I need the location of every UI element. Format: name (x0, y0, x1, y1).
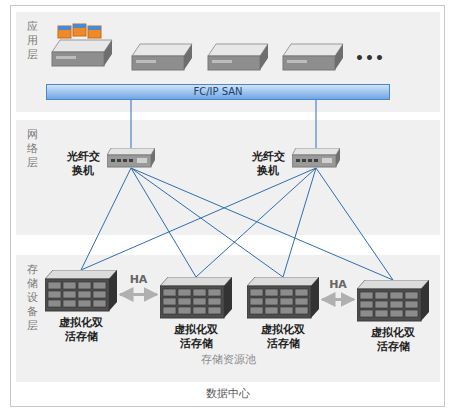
switch-icon (107, 148, 155, 168)
node-label: FC/IP SAN (47, 85, 389, 99)
storage-array: 虚拟化双活存储 (45, 270, 117, 312)
edge-label: HA (119, 273, 159, 287)
node-label: 虚拟化双活存储 (173, 323, 219, 351)
node-label: 虚拟化双活存储 (58, 316, 104, 344)
storage-array: 虚拟化双活存储 (357, 280, 429, 322)
layer-band: 存储设备层存储资源池虚拟化双活存储虚拟化双活存储虚拟化双活存储虚拟化双活存储 (16, 255, 440, 382)
node-label: 网络层 (26, 128, 39, 170)
layer-band: 网络层光纤交换机光纤交换机 (16, 120, 440, 235)
storage-icon (247, 277, 319, 319)
storage-icon (160, 277, 232, 319)
storage-icon (357, 280, 429, 322)
node-label: 应用层 (26, 20, 39, 62)
node-label: 存储资源池 (178, 353, 278, 367)
fibre-switch: 光纤交换机 (292, 148, 340, 168)
node-label: 光纤交换机 (250, 150, 286, 178)
node-label: 虚拟化双活存储 (370, 326, 416, 354)
node-label: 数据中心 (11, 387, 444, 401)
more-indicator: ••• (355, 50, 395, 66)
node-label: 虚拟化双活存储 (260, 323, 306, 351)
node-label: 存储设备层 (26, 263, 39, 333)
storage-icon (45, 270, 117, 312)
switch-icon (292, 148, 340, 168)
node-label: 光纤交换机 (65, 150, 101, 178)
edge-label: HA (318, 278, 358, 292)
storage-array: 虚拟化双活存储 (160, 277, 232, 319)
fibre-switch: 光纤交换机 (107, 148, 155, 168)
storage-array: 虚拟化双活存储 (247, 277, 319, 319)
san-bar: FC/IP SAN (46, 84, 390, 100)
